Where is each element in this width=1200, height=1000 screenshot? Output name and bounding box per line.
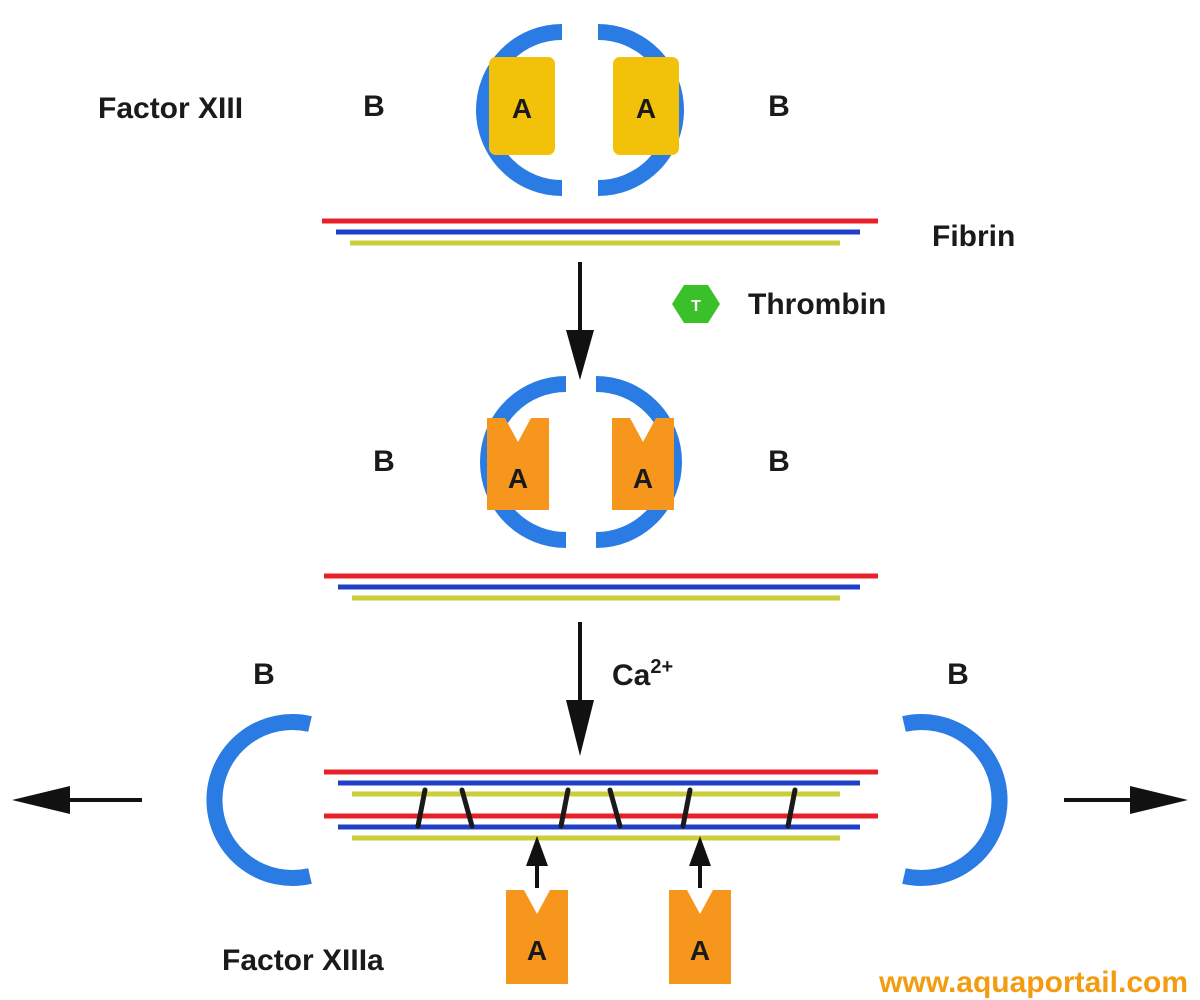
arrow-right-head <box>1130 786 1188 814</box>
subunit-a-active-right-3 <box>669 890 731 984</box>
subunit-a-label-left-2: A <box>508 463 528 494</box>
crosslink-4 <box>607 787 623 829</box>
stage-factor-xiii: Factor XIII B B A A Fibrin <box>98 24 1015 253</box>
calcium-label: Ca2+ <box>612 656 673 692</box>
crosslink-5 <box>680 787 693 829</box>
fibrin-strands-1 <box>322 218 878 246</box>
subunit-a-right-1 <box>613 57 679 155</box>
subunit-b-label-right-2: B <box>768 445 790 478</box>
subunit-a-label-left-1: A <box>512 93 532 124</box>
crosslink-2 <box>459 787 475 829</box>
subunit-b-label-left-3: B <box>253 658 275 691</box>
subunit-b-label-left-1: B <box>363 90 385 123</box>
subunit-b-released-left <box>206 714 312 886</box>
factor-xiiia-label: Factor XIIIa <box>222 944 384 977</box>
arrow-left-head <box>12 786 70 814</box>
subunit-a-label-right-3: A <box>690 935 710 966</box>
arrow-down-1-head <box>566 330 594 380</box>
stage-thrombin-cleaved: B B A A <box>324 376 878 601</box>
thrombin-step: T Thrombin <box>566 262 886 380</box>
subunit-a-active-left-3 <box>506 890 568 984</box>
subunit-a-active-right-2 <box>612 418 674 510</box>
subunit-a-left-1 <box>489 57 555 155</box>
subunit-b-label-right-1: B <box>768 90 790 123</box>
fibrin-strands-2 <box>324 573 878 601</box>
subunit-a-label-right-2: A <box>633 463 653 494</box>
thrombin-icon <box>672 285 720 323</box>
fibrin-label: Fibrin <box>932 220 1015 253</box>
crosslink-3 <box>558 787 571 829</box>
subunit-a-label-right-1: A <box>636 93 656 124</box>
watermark: www.aquaportail.com <box>878 966 1188 999</box>
subunit-b-label-left-2: B <box>373 445 395 478</box>
fibrin-strands-3-upper <box>324 769 878 797</box>
fibrin-strands-3-lower <box>324 813 878 841</box>
crosslink-6 <box>785 787 798 829</box>
subunit-a-label-left-3: A <box>527 935 547 966</box>
crosslink-1 <box>415 787 428 829</box>
subunit-b-label-right-3: B <box>947 658 969 691</box>
thrombin-label: Thrombin <box>748 288 886 321</box>
arrow-up-right-head <box>689 836 711 866</box>
calcium-step: Ca2+ <box>566 622 673 756</box>
subunit-b-released-right <box>902 714 1008 886</box>
arrow-down-2-head <box>566 700 594 756</box>
factor-xiii-label: Factor XIII <box>98 92 243 125</box>
subunit-b-left-1 <box>476 24 563 196</box>
fibrin-crosslinks <box>415 787 798 829</box>
subunit-a-active-left-2 <box>487 418 549 510</box>
thrombin-badge: T <box>691 298 701 315</box>
arrow-up-left-head <box>526 836 548 866</box>
stage-factor-xiiia: B B <box>12 658 1188 984</box>
